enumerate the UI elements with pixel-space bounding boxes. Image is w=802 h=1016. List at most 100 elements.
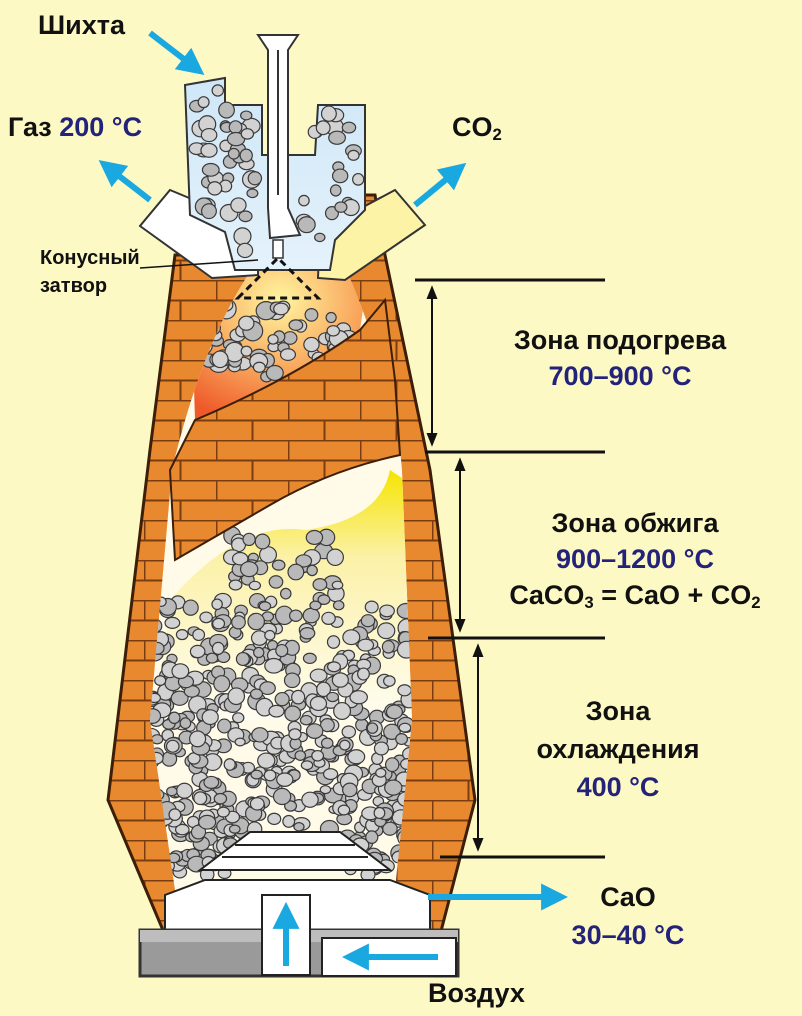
stone [205, 652, 219, 664]
stone [322, 768, 339, 781]
wall-band-upper [168, 297, 402, 562]
output-label: CaO 30–40 °C [528, 878, 728, 954]
stone [201, 709, 219, 726]
preheat-zone-title: Зона подогрева [513, 325, 727, 355]
stone [235, 651, 250, 667]
charge-arrow [148, 30, 205, 75]
stone [333, 701, 352, 721]
stone [272, 787, 292, 806]
stone [168, 711, 181, 725]
stone [228, 824, 241, 834]
stone [325, 311, 337, 324]
stone [299, 626, 316, 640]
output-product: CaO [600, 882, 656, 912]
stone [302, 652, 317, 665]
stone [293, 822, 305, 832]
stone [174, 823, 190, 836]
stone [189, 644, 206, 659]
stone [360, 614, 376, 628]
stone [347, 749, 366, 765]
stone [305, 723, 324, 739]
stone [238, 210, 253, 223]
stone [253, 646, 265, 659]
cool-zone-temp: 400 °C [576, 772, 660, 802]
stone [264, 657, 284, 674]
stone [249, 797, 265, 811]
stone [294, 750, 307, 761]
stone [373, 741, 390, 756]
stone [303, 336, 320, 353]
stone [211, 641, 225, 655]
stone [314, 232, 326, 243]
zone-markers [415, 278, 605, 859]
stone [175, 629, 189, 641]
stone [234, 737, 246, 747]
stone [332, 600, 345, 611]
stone [331, 580, 344, 590]
stone [258, 601, 272, 612]
stone [232, 712, 245, 724]
stone [375, 767, 387, 778]
stone [287, 563, 305, 581]
stone [211, 84, 225, 97]
stone [227, 687, 246, 706]
stone [267, 334, 279, 345]
stone [299, 714, 313, 726]
stone [263, 769, 277, 782]
stone [168, 808, 182, 821]
stone [315, 120, 331, 136]
stone [284, 800, 298, 812]
stone [395, 733, 409, 746]
stone [239, 561, 259, 578]
stones [150, 298, 412, 882]
stone [329, 184, 342, 197]
stone [317, 594, 331, 605]
stone [309, 600, 322, 611]
stone [218, 101, 235, 119]
stone [248, 580, 262, 591]
cone-valve [234, 255, 322, 300]
stone [283, 672, 301, 689]
stone [300, 760, 314, 771]
stone [326, 325, 341, 337]
eq-caco3: CaCO [509, 580, 585, 610]
stone [320, 737, 334, 749]
burn-zone-label: Зона обжига 900–1200 °C CaCO3 = CaO + CO… [490, 505, 780, 621]
stone [238, 315, 255, 331]
stone [382, 821, 398, 836]
stone [276, 772, 294, 787]
stone [203, 775, 220, 789]
stone [342, 782, 358, 798]
stone [240, 110, 253, 121]
stone [385, 704, 403, 720]
stone [246, 188, 259, 199]
stone [268, 575, 284, 589]
stone [211, 350, 229, 369]
stone [284, 705, 302, 722]
co2-label: CO2 [452, 112, 502, 145]
stone [319, 785, 332, 795]
stone [247, 612, 265, 631]
stone [316, 681, 332, 698]
stone [213, 675, 231, 693]
burn-zone-equation: CaCO3 = CaO + CO2 [490, 577, 780, 621]
stone [326, 548, 344, 567]
eq-co2-sub: 2 [751, 593, 761, 613]
stone [179, 717, 192, 730]
stone [373, 806, 386, 820]
stone [337, 804, 351, 816]
stone [240, 345, 253, 357]
stone [164, 616, 181, 630]
stone [252, 361, 266, 373]
stone [331, 168, 349, 184]
stone [309, 668, 328, 683]
stone [328, 130, 346, 145]
stone [302, 607, 320, 624]
stone [265, 364, 284, 382]
preheat-zone-temp: 700–900 °C [548, 361, 692, 391]
stone [311, 749, 325, 762]
stone [321, 611, 336, 625]
cool-zone-title-line1: Зона [585, 696, 651, 726]
stone [200, 127, 218, 143]
cool-zone-label: Зона охлаждения 400 °C [498, 692, 738, 806]
